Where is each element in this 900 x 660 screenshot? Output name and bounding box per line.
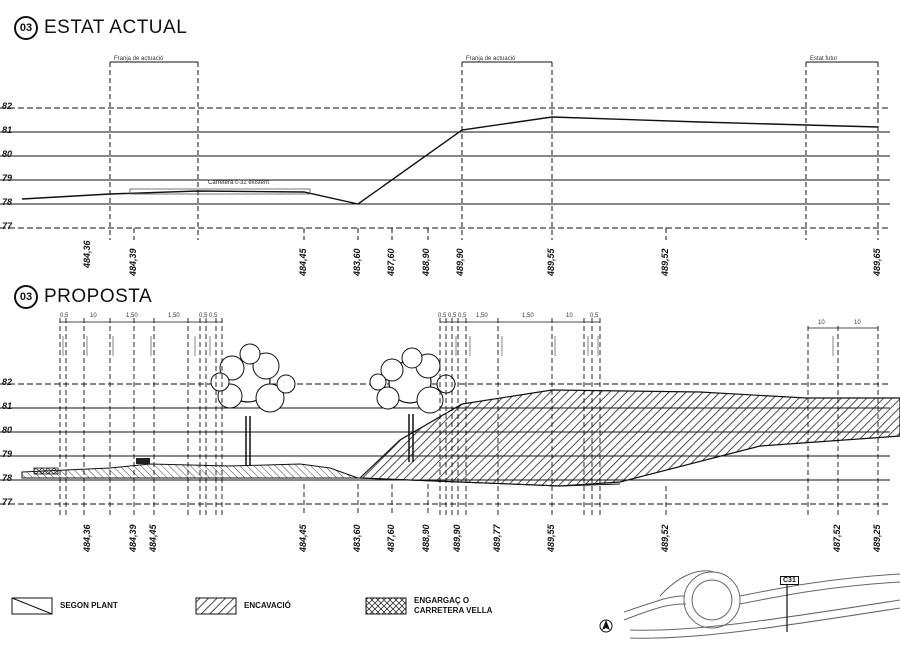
s1-elev-2: 484,39 — [128, 248, 138, 276]
section-2-dimension-chains — [60, 321, 878, 329]
s1-elev-7: 489,90 — [455, 248, 465, 276]
s2-elev-13: 489,25 — [872, 524, 882, 552]
s2-elev-12: 487,52 — [832, 524, 842, 552]
s1-elev-8: 489,55 — [546, 248, 556, 276]
s1-road-label: Carretera c-32 existent — [208, 180, 270, 186]
key-map — [623, 570, 900, 639]
s2-level-80: 80 — [2, 425, 13, 435]
s2-dim-8: 1,50 — [522, 313, 534, 319]
s2-dim-1: 0,5 — [60, 313, 69, 319]
legend-item-1: SEGON PLANT — [60, 601, 118, 611]
s2-elev-2: 484,39 — [128, 524, 138, 552]
s2-elev-8: 489,90 — [452, 524, 462, 552]
section-2-vehicle — [136, 458, 150, 464]
section-2-header: 03 PROPOSTA — [14, 285, 152, 309]
legend-swatch-3 — [365, 597, 407, 615]
legend-label-3-line2: CARRETERA VELLA — [414, 606, 493, 615]
s1-level-80: 80 — [2, 149, 13, 159]
s1-elev-5: 487,60 — [386, 248, 396, 276]
s1-level-82: 82 — [2, 101, 13, 111]
s1-level-79: 79 — [2, 173, 13, 183]
section-2-vertical-lines — [59, 318, 879, 516]
section-1-title: ESTAT ACTUAL — [44, 17, 188, 38]
s1-level-77: 77 — [2, 221, 13, 231]
section-1-road — [129, 188, 311, 195]
s2-elev-7: 488,90 — [421, 524, 431, 552]
legend-item-2: ENCAVACIÓ — [244, 601, 291, 611]
s2-dim-2: 10 — [90, 313, 97, 319]
legend-item-3: ENGARGAÇ O CARRETERA VELLA — [414, 596, 492, 616]
s2-dim-5: 0,5 0,5 — [199, 313, 218, 319]
s2-elev-5: 483,60 — [352, 524, 362, 552]
s2-dim-10: 0,5 — [590, 313, 599, 319]
section-1-grid — [0, 107, 890, 229]
s1-bracket-label-3: Estat futur — [810, 56, 838, 62]
section-2-old-road — [33, 467, 59, 475]
keymap-label: C31 — [780, 576, 799, 585]
s2-dim-3: 1,50 — [126, 313, 138, 319]
s2-elev-4: 484,45 — [298, 524, 308, 552]
section-1-terrain — [21, 116, 879, 205]
s1-level-78: 78 — [2, 197, 13, 207]
s2-dim-9: 10 — [566, 313, 573, 319]
s2-level-79: 79 — [2, 449, 13, 459]
s1-elev-9: 489,52 — [660, 248, 670, 276]
s2-level-77: 77 — [2, 497, 13, 507]
legend-label-1: SEGON PLANT — [60, 601, 118, 610]
s2-level-82: 82 — [2, 377, 13, 387]
section-2-surface-line — [22, 477, 621, 487]
s1-level-81: 81 — [2, 125, 13, 135]
s2-dim-11: 10 — [818, 320, 825, 326]
legend-label-2: ENCAVACIÓ — [244, 601, 291, 610]
section-2-title: PROPOSTA — [44, 286, 153, 307]
s2-dim-12: 10 — [854, 320, 861, 326]
s1-elev-10: 489,65 — [872, 248, 882, 276]
s2-elev-6: 487,60 — [386, 524, 396, 552]
s2-dim-4: 1,50 — [168, 313, 180, 319]
s1-bracket-label-1: Franja de actuació — [114, 56, 164, 62]
s1-elev-4: 483,60 — [352, 248, 362, 276]
legend-swatch-2 — [195, 597, 237, 615]
s1-elev-1: 484,36 — [82, 240, 92, 268]
s1-bracket-label-2: Franja de actuació — [466, 56, 516, 62]
s2-level-81: 81 — [2, 401, 13, 411]
s1-elev-6: 488,90 — [421, 248, 431, 276]
section-2-left-terrain — [21, 463, 359, 479]
s2-elev-10: 489,55 — [546, 524, 556, 552]
section-1-vertical-lines — [109, 62, 879, 240]
s2-level-78: 78 — [2, 473, 13, 483]
legend-label-3-line1: ENGARGAÇ O — [414, 596, 470, 605]
s2-elev-9: 489,77 — [492, 524, 502, 552]
section-1-header: 03 ESTAT ACTUAL — [14, 16, 187, 40]
s2-elev-3: 484,45 — [148, 524, 158, 552]
section-2-number: 03 — [14, 285, 38, 309]
north-arrow-icon — [599, 619, 613, 633]
s2-dim-7: 1,50 — [476, 313, 488, 319]
section-2-annotations — [62, 336, 834, 356]
section-1-number: 03 — [14, 16, 38, 40]
s2-elev-1: 484,36 — [82, 524, 92, 552]
legend-label-3: ENGARGAÇ O CARRETERA VELLA — [414, 596, 492, 616]
s2-elev-11: 489,52 — [660, 524, 670, 552]
s1-elev-3: 484,45 — [298, 248, 308, 276]
tree-1 — [210, 343, 296, 466]
s2-dim-6: 0,5 0,5 0,5 — [438, 313, 467, 319]
